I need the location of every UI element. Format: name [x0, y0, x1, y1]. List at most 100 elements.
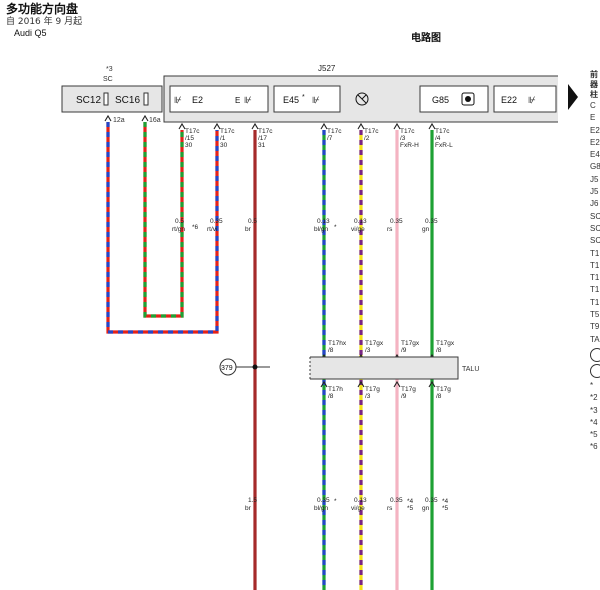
- legend-line: TA: [590, 334, 600, 344]
- legend-line: *5: [590, 430, 598, 440]
- wire-color-label: br: [245, 226, 252, 233]
- wire-size-label: 0.5: [248, 218, 257, 225]
- talu-top-pin-label: /8: [328, 347, 334, 354]
- talu-top-pin-label: /8: [436, 347, 442, 354]
- next-page-arrow-icon: [568, 84, 578, 110]
- legend-line: E2: [590, 125, 600, 135]
- legend-line: C: [590, 101, 596, 110]
- wire-size-label-bottom: 0.35: [390, 497, 403, 504]
- wire-note-label-bottom: *4: [407, 498, 414, 505]
- wire-size-label-bottom: 1.5: [248, 497, 257, 504]
- legend-line: E: [590, 113, 596, 123]
- talu-bottom-pin-label: /9: [401, 393, 407, 400]
- pin-arrow: [251, 122, 259, 130]
- sc12-fuse-icon: [103, 92, 109, 106]
- legend-line: SC: [590, 236, 600, 246]
- wire-sc12-loop-stripe: [106, 122, 219, 334]
- sc-label: SC: [103, 76, 113, 83]
- legend-line: J5: [590, 174, 599, 184]
- switch-icon: ⊮: [174, 95, 182, 105]
- e22-label: E22: [501, 95, 517, 105]
- wire-note-label-bottom: *5: [442, 505, 449, 512]
- wire-note-label: *: [334, 224, 337, 231]
- pin-arrow: [393, 380, 401, 388]
- talu-bottom-pin-label: T17h: [328, 386, 343, 393]
- pin-arrow: [104, 114, 112, 122]
- wire-color-label: bl/gn: [314, 226, 328, 233]
- wire-color-label-bottom: gn: [422, 505, 430, 512]
- pin-top-label: 30: [185, 142, 193, 149]
- wire-size-label-bottom: 0.13: [354, 497, 367, 504]
- pin-arrow: [357, 380, 365, 388]
- legend-line: *3: [590, 405, 598, 415]
- wire-note-label-bottom: *4: [442, 498, 449, 505]
- talu-top-pin-label: T17gx: [436, 340, 455, 347]
- e45-star: *: [302, 94, 305, 101]
- wire-color-label: vi/ge: [351, 226, 365, 233]
- talu-bottom-pin-label: T17g: [436, 386, 451, 393]
- pin-top-label: FxR-H: [400, 142, 419, 149]
- legend-line: SC: [590, 223, 600, 233]
- wire-note-label: *6: [192, 224, 199, 231]
- horn-icon: [355, 92, 369, 106]
- talu-bottom-pin-label: T17g: [365, 386, 380, 393]
- diagram-title: 电路图: [411, 33, 441, 44]
- header-subtitle: 自 2016 年 9 月起: [6, 17, 83, 27]
- wire-color-label-bottom: vi/ge: [351, 505, 365, 512]
- pin-top-label: 31: [258, 142, 266, 149]
- wire-size-label: 0.13: [354, 218, 367, 225]
- talu-top-pin-label: /9: [401, 347, 407, 354]
- legend-line: T1: [590, 285, 600, 295]
- g85-label: G85: [432, 95, 449, 105]
- talu-label: TALU: [462, 366, 479, 373]
- pin-top-label: T17c: [327, 128, 342, 135]
- legend-line: T9: [590, 322, 600, 332]
- legend-ref-circle-icon: [590, 363, 600, 378]
- wire-size-label-bottom: 0.35: [425, 497, 438, 504]
- pin-arrow: [213, 122, 221, 130]
- wire-color-label-bottom: bl/gn: [314, 505, 328, 512]
- pin-top-label: /2: [364, 135, 370, 142]
- wire-size-label: 0.5: [175, 218, 184, 225]
- legend-line: E2: [590, 137, 600, 147]
- e-label: E: [235, 96, 240, 105]
- pin-top-label: /3: [400, 135, 406, 142]
- g85-sensor-box: [419, 85, 489, 113]
- wire-color-label-bottom: rs: [387, 505, 393, 512]
- pin-top-label: T17c: [435, 128, 450, 135]
- talu-top-pin-label: /3: [365, 347, 371, 354]
- ground-ref-379: 379: [219, 358, 270, 376]
- legend-heading-line: 器: [590, 80, 598, 89]
- wire-note-label-bottom: *5: [407, 505, 414, 512]
- wire-sc12-loop: [106, 122, 219, 334]
- pin-top-label: /15: [185, 135, 194, 142]
- legend-line: *6: [590, 442, 598, 452]
- pin-arrow: [357, 122, 365, 130]
- e45-switch-box: [273, 85, 341, 113]
- wire-size-label: 0.35: [390, 218, 403, 225]
- wire-color-label-bottom: br: [245, 505, 252, 512]
- e2-label: E2: [192, 95, 203, 105]
- pin-top-label: T17c: [185, 128, 200, 135]
- pin-arrow: [393, 122, 401, 130]
- wire-size-label: 0.35: [425, 218, 438, 225]
- legend-line: G8: [590, 162, 600, 172]
- legend-heading-line: 柱: [590, 90, 598, 99]
- pin-arrow: [320, 122, 328, 130]
- pin-top-label: /4: [435, 135, 441, 142]
- sc16-label: SC16: [115, 95, 140, 106]
- talu-bottom-pin-label: /8: [436, 393, 442, 400]
- j527-label: J527: [318, 64, 336, 73]
- sc-pin-16a: 16a: [149, 117, 161, 124]
- legend-line: J6: [590, 199, 599, 209]
- legend-heading-line: 前: [590, 70, 598, 79]
- wire-sc16-loop-stripe: [143, 122, 184, 318]
- wire-note-label-bottom: *: [334, 498, 337, 505]
- e22-switch-box: [493, 85, 557, 113]
- switch-icon: ⊮: [528, 95, 536, 105]
- legend-line: J5: [590, 187, 599, 197]
- pin-top-label: T17c: [258, 128, 273, 135]
- legend-line: E4: [590, 150, 600, 160]
